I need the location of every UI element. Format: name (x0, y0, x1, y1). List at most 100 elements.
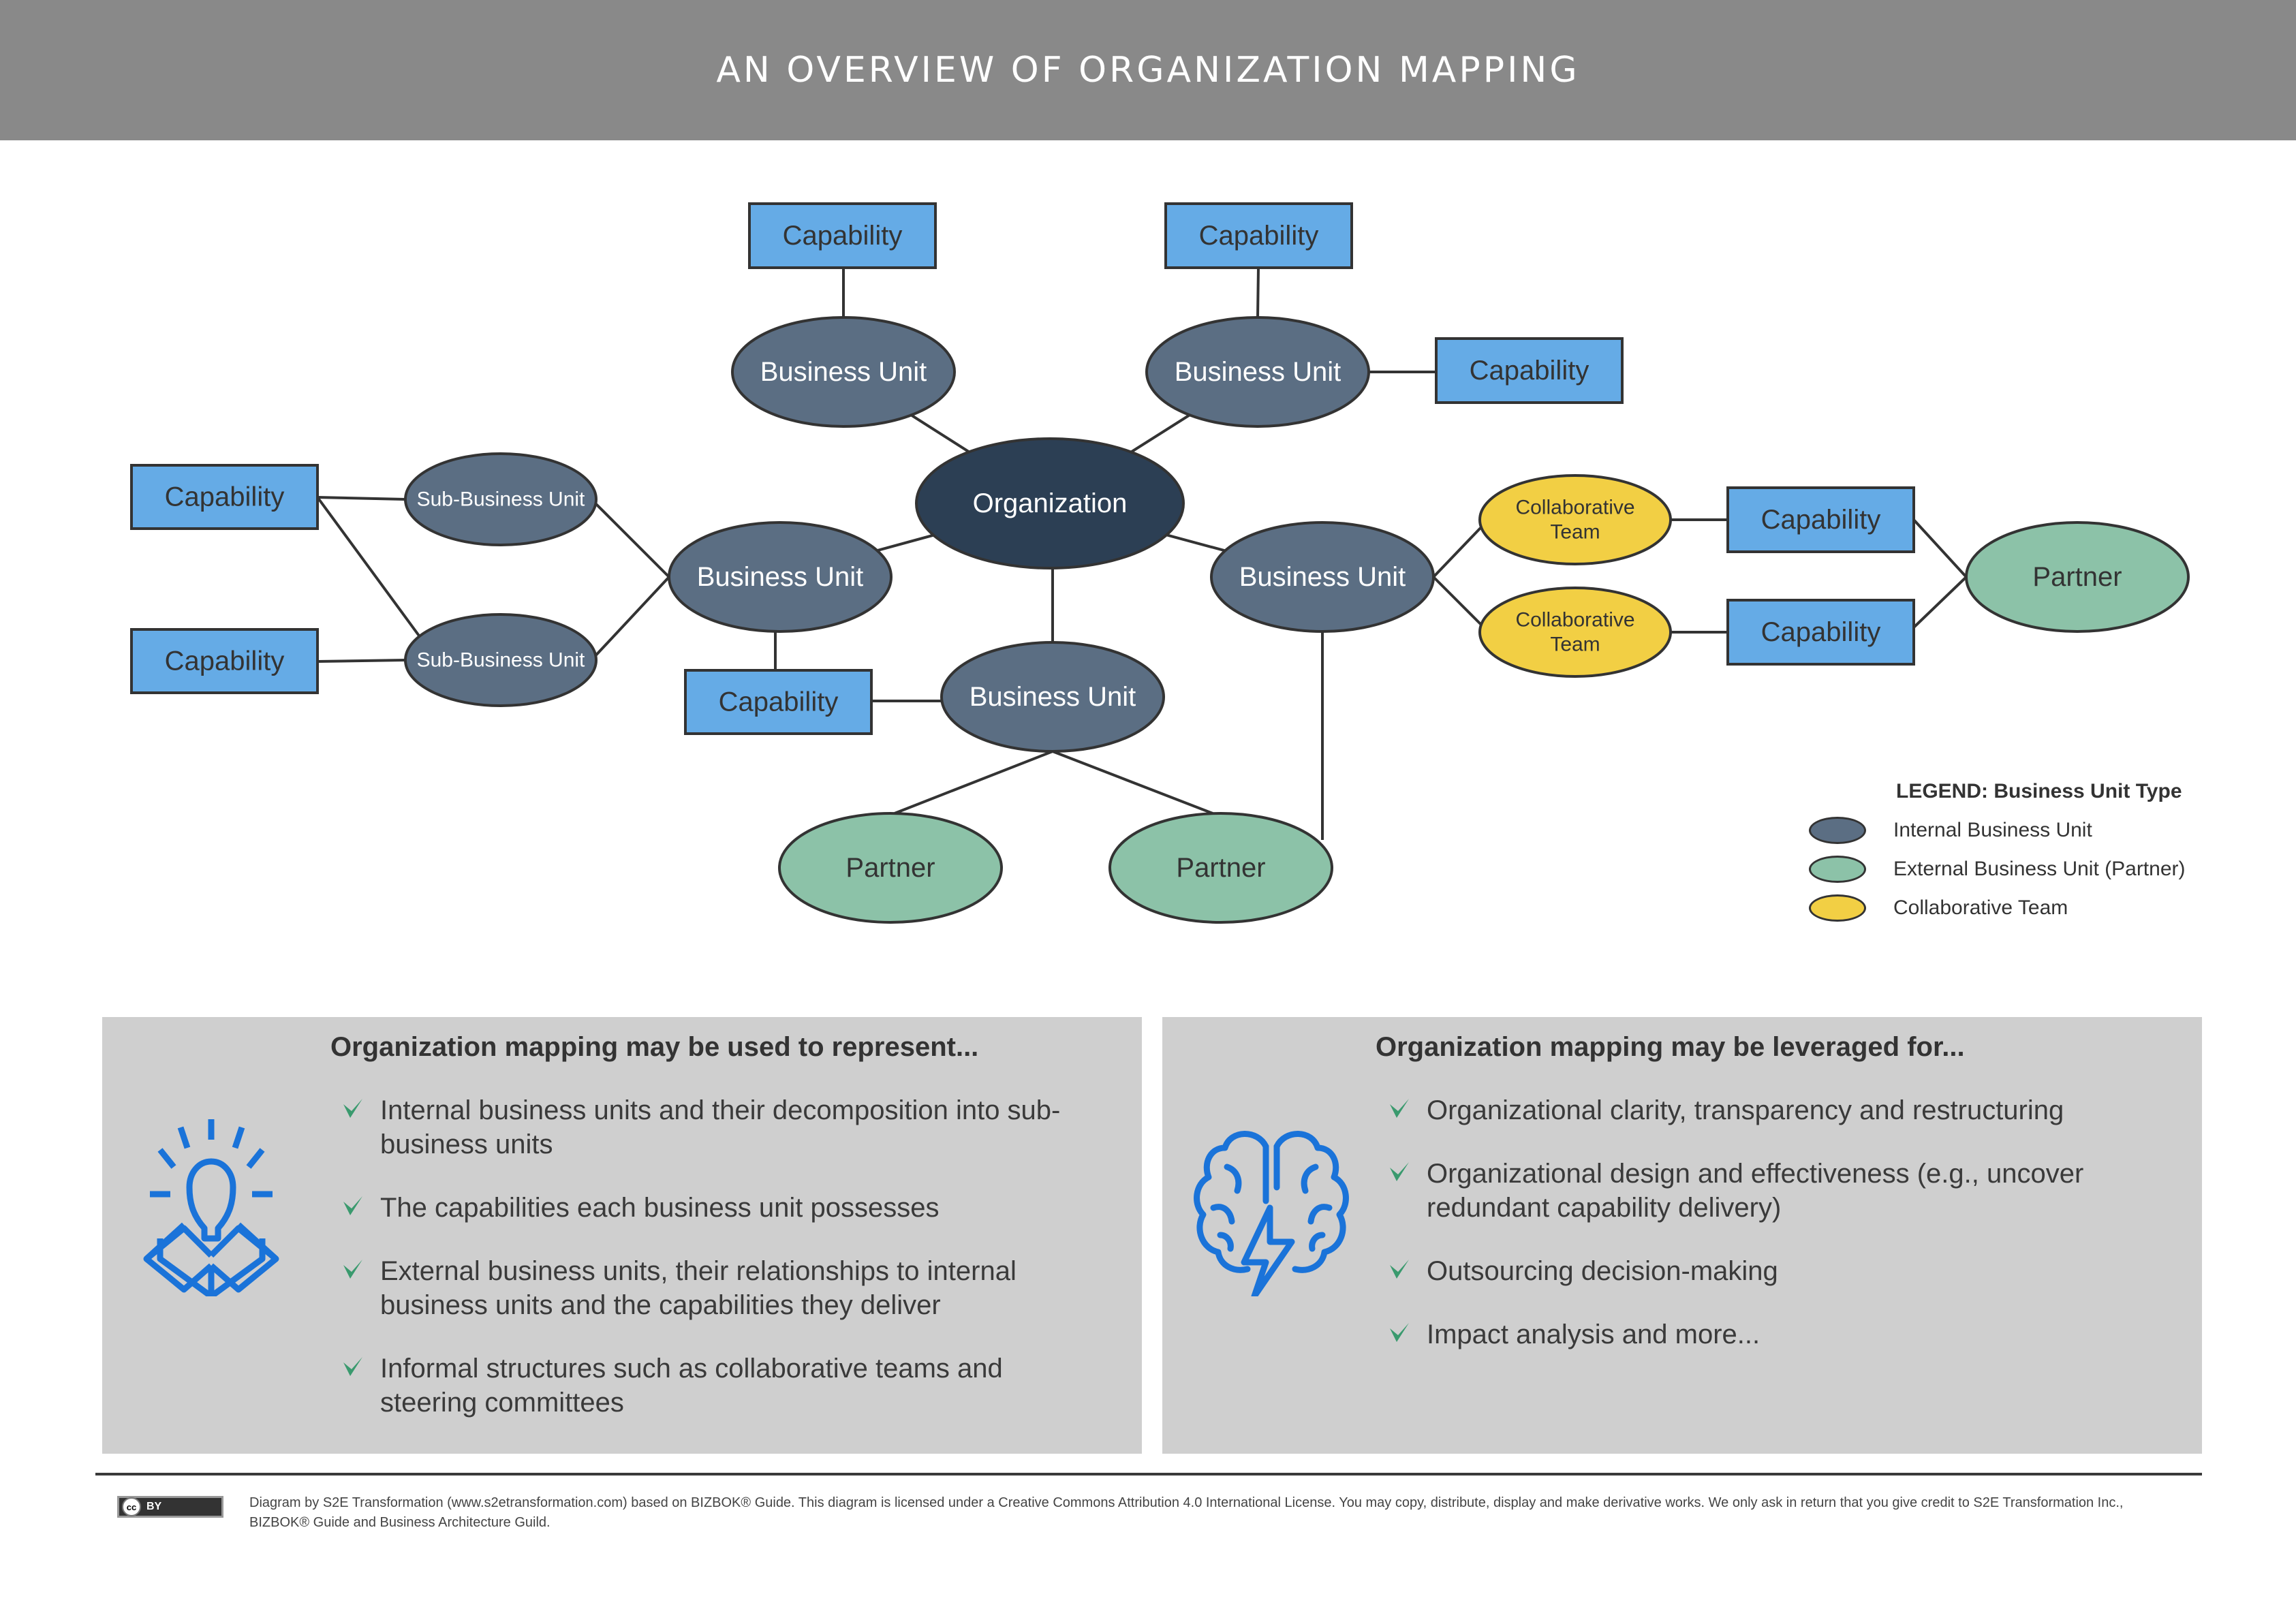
connector-bu_right-ct_top (1432, 527, 1482, 578)
legend-item-external: External Business Unit (Partner) (1809, 854, 2186, 884)
by-label: BY (146, 1501, 162, 1512)
sub-business-unit-node[interactable] (404, 452, 598, 546)
check-icon (1390, 1323, 1409, 1342)
footer-attribution: Diagram by S2E Transformation (www.s2etr… (249, 1495, 2124, 1530)
connector-bu_left-sbu_bottom (590, 576, 670, 661)
bullet-text: Organizational clarity, transparency and… (1427, 1095, 2064, 1125)
connector-bu_left-sbu_top (590, 498, 670, 578)
partner-label: Partner (2032, 562, 2122, 592)
capability-node[interactable] (1726, 486, 1915, 553)
leverage-panel: Organization mapping may be leveraged fo… (1162, 1017, 2202, 1454)
business-unit-node[interactable] (1145, 316, 1370, 428)
bullet-text: Outsourcing decision-making (1427, 1256, 1778, 1286)
connector-cap_8-partner_right (1912, 576, 1968, 629)
internal-bu-swatch (1809, 817, 1866, 844)
footer-divider (95, 1473, 2202, 1475)
capability-node[interactable] (748, 202, 937, 269)
collaborative-team-label: Collaborative (1515, 497, 1634, 519)
bullet-text: Impact analysis and more... (1427, 1320, 1760, 1349)
leverage-bullet-list: Organizational clarity, transparency and… (1387, 1093, 2171, 1381)
check-icon (343, 1196, 362, 1215)
list-item: External business units, their relations… (341, 1254, 1104, 1322)
sub-business-unit-node[interactable] (404, 613, 598, 707)
collaborative-team-swatch (1809, 894, 1866, 922)
bullet-text: External business units, their relations… (380, 1256, 1017, 1320)
connector-bu_right-ct_bottom (1432, 576, 1483, 627)
connector-bu_bottom-partner_bottom_right (1052, 750, 1213, 815)
capability-label: Capability (719, 687, 839, 717)
business-unit-label: Business Unit (1239, 562, 1406, 592)
capability-node[interactable] (1435, 337, 1624, 404)
connector-sbu_top-cap_4 (317, 496, 406, 501)
check-icon (343, 1260, 362, 1279)
collaborative-team-node[interactable] (1478, 474, 1672, 565)
business-unit-node[interactable] (1210, 521, 1435, 633)
capability-label: Capability (1761, 617, 1881, 647)
list-item: Organizational design and effectiveness … (1387, 1157, 2171, 1225)
check-icon (1390, 1162, 1409, 1181)
check-icon (1390, 1260, 1409, 1279)
represent-panel: Organization mapping may be used to repr… (102, 1017, 1142, 1454)
list-item: Impact analysis and more... (1387, 1317, 2171, 1352)
cc-by-license-badge[interactable]: cc BY (117, 1496, 223, 1518)
partner-label: Partner (846, 853, 935, 883)
list-item: Informal structures such as collaborativ… (341, 1352, 1104, 1420)
panel-title: Organization mapping may be leveraged fo… (1376, 1032, 1965, 1062)
legend-item-internal: Internal Business Unit (1809, 815, 2092, 845)
connector-sbu_bottom-cap_4 (316, 496, 424, 642)
legend-label: Collaborative Team (1893, 896, 2068, 919)
bullet-text: The capabilities each business unit poss… (380, 1193, 940, 1223)
connector-sbu_bottom-cap_5 (317, 659, 406, 663)
cc-icon: cc (122, 1497, 141, 1516)
connector-bu_bottom-partner_bottom_left (894, 750, 1053, 815)
list-item: Organizational clarity, transparency and… (1387, 1093, 2171, 1127)
connector-cap_7-partner_right (1912, 518, 1968, 578)
collaborative-team-node[interactable] (1478, 587, 1672, 678)
capability-node[interactable] (130, 464, 319, 530)
collaborative-team-label: Team (1550, 521, 1600, 544)
organization-node[interactable] (915, 437, 1185, 569)
capability-node[interactable] (1726, 599, 1915, 666)
business-unit-node[interactable] (940, 641, 1165, 753)
legend-title: LEGEND: Business Unit Type (1896, 780, 2182, 802)
business-unit-label: Business Unit (1175, 357, 1341, 387)
partner-node[interactable] (1108, 812, 1333, 924)
lightbulb-box-icon (143, 1119, 279, 1300)
check-icon (343, 1099, 362, 1118)
capability-label: Capability (165, 646, 285, 676)
connection-lines (316, 267, 1968, 840)
page-header: AN OVERVIEW OF ORGANIZATION MAPPING (0, 0, 2296, 140)
legend-label: External Business Unit (Partner) (1893, 858, 2186, 880)
bullet-text: Internal business units and their decomp… (380, 1095, 1061, 1159)
capability-label: Capability (1199, 221, 1319, 251)
legend-item-collaborative: Collaborative Team (1809, 893, 2068, 923)
list-item: Internal business units and their decomp… (341, 1093, 1104, 1161)
sub-business-unit-label: Sub-Business Unit (417, 649, 585, 672)
list-item: The capabilities each business unit poss… (341, 1191, 1104, 1225)
external-bu-swatch (1809, 856, 1866, 883)
partner-node[interactable] (1965, 521, 2190, 633)
capability-label: Capability (1761, 505, 1881, 535)
list-item: Outsourcing decision-making (1387, 1254, 2171, 1288)
check-icon (343, 1357, 362, 1376)
business-unit-node[interactable] (731, 316, 956, 428)
business-unit-label: Business Unit (697, 562, 864, 592)
business-unit-label: Business Unit (969, 682, 1136, 712)
business-unit-node[interactable] (668, 521, 893, 633)
capability-node[interactable] (130, 628, 319, 694)
partner-node[interactable] (778, 812, 1003, 924)
capability-label: Capability (783, 221, 903, 251)
check-icon (1390, 1099, 1409, 1118)
organization-label: Organization (973, 488, 1128, 518)
page-title: AN OVERVIEW OF ORGANIZATION MAPPING (716, 50, 1580, 91)
bullet-text: Organizational design and effectiveness … (1427, 1159, 2084, 1223)
bullet-text: Informal structures such as collaborativ… (380, 1354, 1003, 1418)
brain-lightning-icon (1190, 1126, 1353, 1300)
legend-label: Internal Business Unit (1893, 819, 2092, 841)
capability-node[interactable] (684, 669, 873, 735)
capability-node[interactable] (1164, 202, 1353, 269)
sub-business-unit-label: Sub-Business Unit (417, 488, 585, 511)
panel-title: Organization mapping may be used to repr… (330, 1032, 979, 1062)
